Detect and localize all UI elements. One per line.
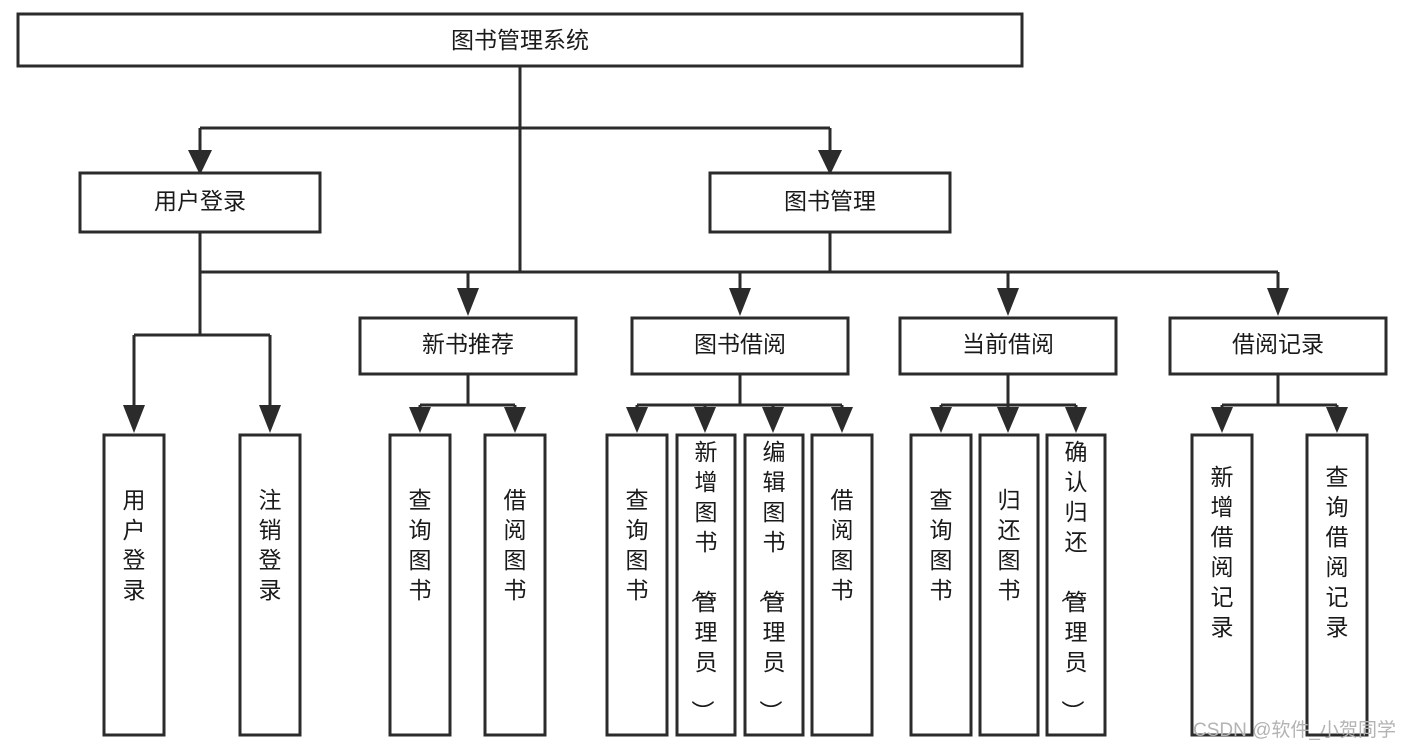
node-leaf-query-book-current[interactable]: 查询图书	[909, 433, 973, 737]
arrow-to-query-book-borrow	[626, 407, 648, 433]
node-leaf-query-book-borrow[interactable]: 查询图书	[605, 433, 669, 737]
connector-group-root-to-level2	[188, 66, 842, 274]
arrow-to-confirm-return	[1065, 407, 1087, 433]
connector-group-newbook-to-leaves	[409, 374, 526, 433]
node-leaf-add-book-box[interactable]	[675, 433, 737, 737]
arrow-to-query-book-newbook	[409, 407, 431, 433]
node-new-book-recommend[interactable]: 新书推荐	[358, 316, 578, 376]
arrow-to-return-book	[997, 407, 1019, 433]
node-leaf-borrow-book-newbook[interactable]: 借阅图书	[483, 433, 547, 737]
node-leaf-user-login[interactable]: 用户登录	[102, 433, 166, 737]
node-leaf-add-book-label: 新增图书（管理员）	[690, 439, 718, 723]
node-new-book-recommend-label: 新书推荐	[422, 331, 514, 357]
node-current-borrow[interactable]: 当前借阅	[898, 316, 1118, 376]
node-leaf-borrow-book-newbook-label: 借阅图书	[504, 487, 527, 603]
node-book-borrow-box[interactable]	[630, 316, 850, 376]
node-leaf-edit-book-box[interactable]	[743, 433, 805, 737]
node-book-management[interactable]: 图书管理	[708, 171, 952, 234]
node-book-management-box[interactable]	[708, 171, 952, 234]
node-leaf-return-book-label: 归还图书	[998, 487, 1021, 603]
node-user-login-box[interactable]	[78, 171, 322, 234]
arrow-to-borrow-book-newbook	[504, 407, 526, 433]
node-leaf-query-book-newbook[interactable]: 查询图书	[388, 433, 452, 737]
node-borrow-records-box[interactable]	[1168, 316, 1388, 376]
node-leaf-query-borrow-record-box[interactable]	[1305, 433, 1369, 737]
node-leaf-query-book-current-label: 查询图书	[930, 487, 953, 603]
node-leaf-confirm-return[interactable]: 确认归还（管理员）	[1045, 433, 1107, 737]
node-leaf-query-book-borrow-label: 查询图书	[626, 487, 649, 603]
node-leaf-logout-box[interactable]	[238, 433, 302, 737]
node-leaf-query-borrow-record[interactable]: 查询借阅记录	[1305, 433, 1369, 737]
connector-group-current-to-leaves	[930, 374, 1087, 433]
node-leaf-query-book-newbook-box[interactable]	[388, 433, 452, 737]
arrow-to-query-record	[1326, 407, 1348, 433]
node-leaf-query-book-newbook-label: 查询图书	[409, 487, 432, 603]
arrow-to-add-book	[694, 407, 716, 433]
node-leaf-query-book-borrow-box[interactable]	[605, 433, 669, 737]
arrow-to-current	[997, 288, 1019, 316]
arrow-to-borrow-book	[831, 407, 853, 433]
node-leaf-user-login-box[interactable]	[102, 433, 166, 737]
node-leaf-add-book[interactable]: 新增图书（管理员）	[675, 433, 737, 737]
node-leaf-confirm-return-box[interactable]	[1045, 433, 1107, 737]
watermark-label: CSDN @软件_小贺同学	[1193, 719, 1396, 741]
node-leaf-return-book-box[interactable]	[978, 433, 1040, 737]
node-leaf-query-book-current-box[interactable]	[909, 433, 973, 737]
connector-group-records-to-leaves	[1211, 374, 1348, 433]
node-leaf-edit-book-label: 编辑图书（管理员）	[758, 439, 786, 723]
node-leaf-edit-book[interactable]: 编辑图书（管理员）	[743, 433, 805, 737]
node-new-book-recommend-box[interactable]	[358, 316, 578, 376]
node-leaf-logout-label: 注销登录	[259, 487, 282, 603]
node-leaf-confirm-return-label: 确认归还（管理员）	[1060, 439, 1088, 723]
arrow-to-logout-leaf	[259, 405, 281, 433]
arrow-to-query-book-current	[930, 407, 952, 433]
node-leaf-query-borrow-record-label: 查询借阅记录	[1326, 464, 1349, 640]
node-root-box[interactable]	[16, 12, 1024, 68]
node-root-label: 图书管理系统	[451, 27, 589, 53]
connector-group-bookmgmt-to-level3	[457, 232, 1289, 316]
arrow-to-edit-book	[762, 407, 784, 433]
node-leaf-borrow-book-newbook-box[interactable]	[483, 433, 547, 737]
node-leaf-return-book[interactable]: 归还图书	[978, 433, 1040, 737]
node-root[interactable]: 图书管理系统	[16, 12, 1024, 68]
connector-group-login-to-leaves	[123, 232, 281, 433]
node-leaf-add-borrow-record[interactable]: 新增借阅记录	[1190, 433, 1254, 737]
node-book-management-label: 图书管理	[784, 188, 876, 214]
arrow-to-login	[188, 150, 212, 175]
node-leaf-borrow-book[interactable]: 借阅图书	[810, 433, 874, 737]
node-current-borrow-box[interactable]	[898, 316, 1118, 376]
node-leaf-user-login-label: 用户登录	[123, 487, 146, 603]
node-user-login-label: 用户登录	[154, 188, 246, 214]
arrow-to-records	[1267, 288, 1289, 316]
arrow-to-user-login-leaf	[123, 405, 145, 433]
node-leaf-borrow-book-label: 借阅图书	[831, 487, 854, 603]
node-borrow-records-label: 借阅记录	[1232, 331, 1324, 357]
arrow-to-add-record	[1211, 407, 1233, 433]
node-leaf-add-borrow-record-box[interactable]	[1190, 433, 1254, 737]
arrow-to-bookmgmt	[818, 150, 842, 175]
node-current-borrow-label: 当前借阅	[962, 331, 1054, 357]
node-leaf-borrow-book-box[interactable]	[810, 433, 874, 737]
arrow-to-newbook	[457, 288, 479, 316]
node-book-borrow-label: 图书借阅	[694, 331, 786, 357]
node-leaf-add-borrow-record-label: 新增借阅记录	[1211, 464, 1234, 640]
node-borrow-records[interactable]: 借阅记录	[1168, 316, 1388, 376]
connector-group-borrow-to-leaves	[626, 374, 853, 433]
node-user-login[interactable]: 用户登录	[78, 171, 322, 234]
arrow-to-borrow	[729, 288, 751, 316]
node-book-borrow[interactable]: 图书借阅	[630, 316, 850, 376]
node-leaf-logout[interactable]: 注销登录	[238, 433, 302, 737]
